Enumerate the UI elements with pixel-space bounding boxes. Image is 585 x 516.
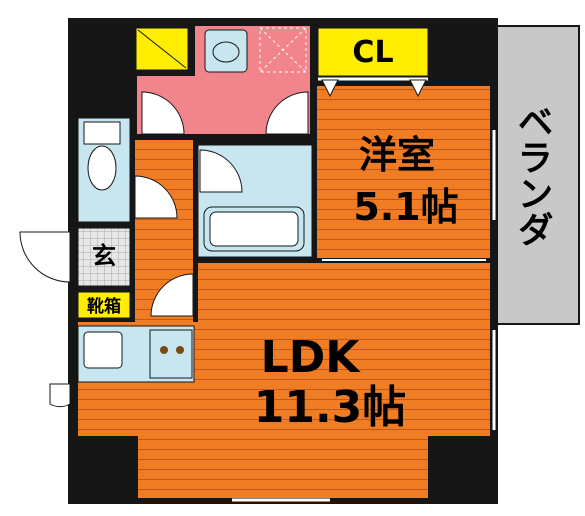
western-room-name: 洋室 bbox=[359, 133, 435, 177]
closet-door-marks bbox=[321, 79, 427, 98]
closet-area bbox=[317, 27, 429, 77]
sink-basin bbox=[83, 121, 121, 145]
entrance-door-swing bbox=[19, 231, 71, 283]
stove-burner-icon bbox=[176, 346, 184, 354]
shoe-box-label: 靴箱 bbox=[87, 296, 121, 317]
stove bbox=[149, 329, 193, 379]
stove-burner-icon bbox=[160, 346, 168, 354]
shoe-box bbox=[77, 291, 131, 319]
hall-door-swing bbox=[150, 273, 194, 317]
toilet-door-swing bbox=[141, 91, 185, 135]
closet-label: CL bbox=[352, 35, 393, 70]
toilet-door-swing-2 bbox=[265, 91, 309, 135]
toilet-icon bbox=[212, 41, 240, 63]
entrance-floor bbox=[77, 227, 131, 287]
entrance-label: 玄 bbox=[92, 242, 116, 270]
ldk-floor-upper bbox=[198, 263, 490, 323]
kitchen-sink bbox=[83, 331, 123, 369]
ldk-name: LDK bbox=[261, 332, 362, 383]
washroom-door-swing bbox=[134, 175, 178, 219]
western-room-size: 5.1帖 bbox=[353, 185, 458, 229]
veranda-area bbox=[496, 25, 580, 325]
ldk-floor-bottom bbox=[138, 434, 428, 498]
western-room-floor bbox=[317, 86, 490, 258]
washroom-toilet-icon bbox=[87, 145, 117, 191]
ldk-size: 11.3帖 bbox=[254, 382, 407, 433]
side-door-swing bbox=[49, 383, 71, 408]
veranda-label: ベランダ bbox=[512, 103, 553, 247]
bath-door-swing bbox=[199, 149, 243, 193]
